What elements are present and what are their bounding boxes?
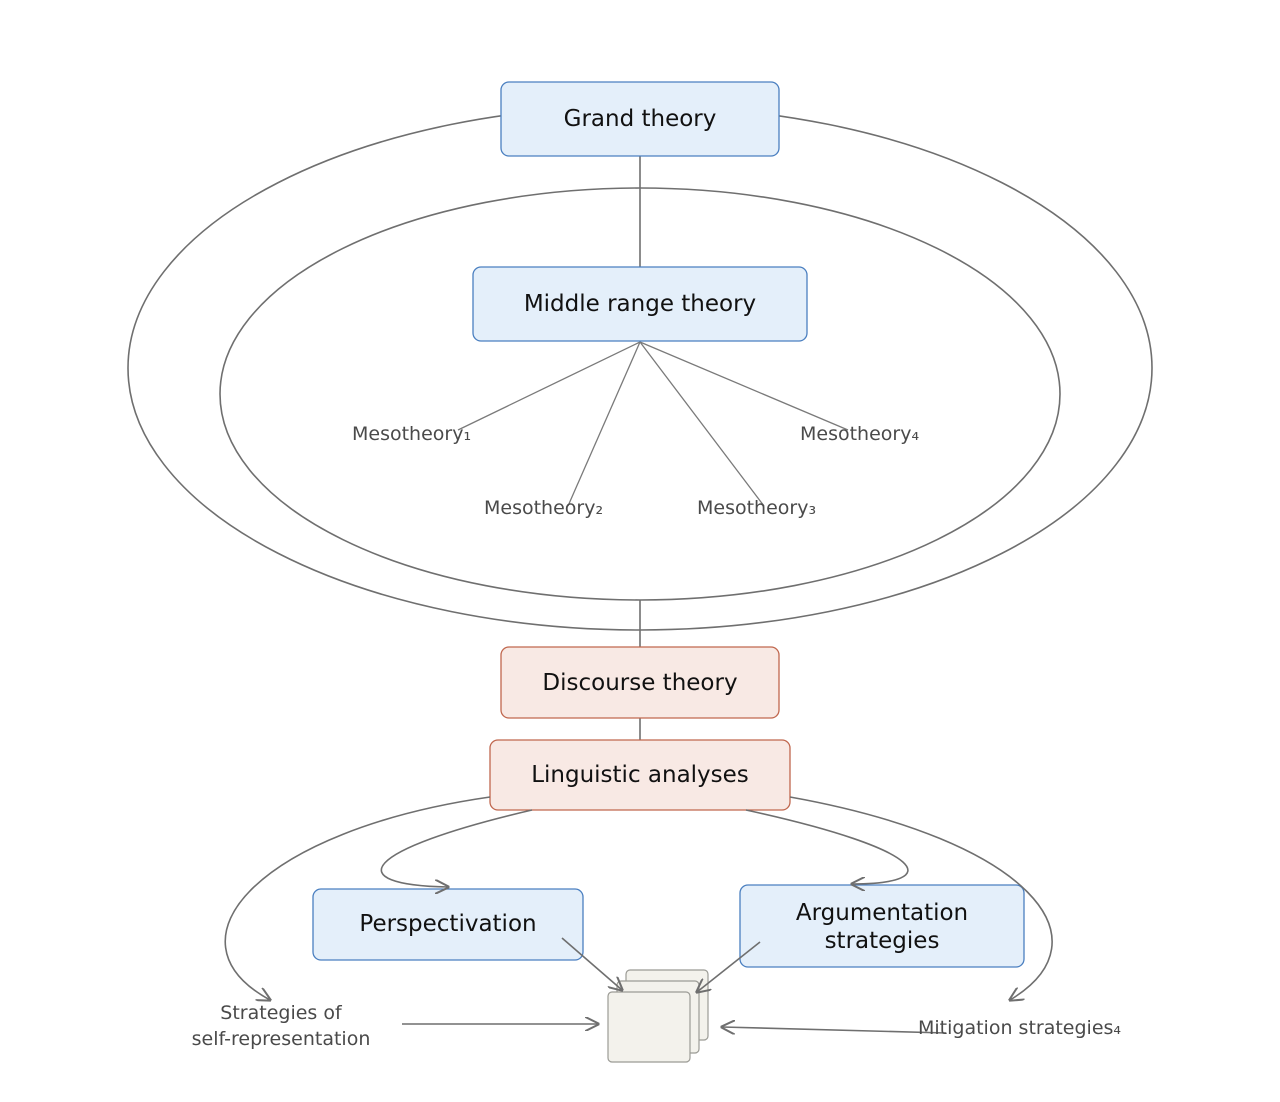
grand-theory-node: Grand theory [500,81,780,157]
self-representation-label-line2: self-representation [192,1028,371,1050]
discourse-theory-label: Discourse theory [542,670,737,696]
discourse-theory-box [500,646,780,719]
mesotheory-1-label: Mesotheory₁ [352,423,471,445]
spoke-meso2 [567,341,641,507]
mitigation-strategies-label: Mitigation strategies₄ [918,1017,1121,1039]
mesotheory-3-label: Mesotheory₃ [697,497,816,519]
perspectivation-node: Perspectivation [312,888,584,961]
linguistic-analyses-box [489,739,791,811]
middle-range-theory-box [472,266,808,342]
arrow-mitigation-to-docs [722,1027,947,1033]
mesotheory-2-label: Mesotheory₂ [484,497,603,519]
document-sheet-front [607,991,691,1063]
middle-range-theory-label: Middle range theory [524,291,756,317]
documents-stack-icon [607,969,709,1063]
middle-range-theory-node: Middle range theory [472,266,808,342]
argumentation-strategies-node: Argumentation strategies [739,884,1025,968]
arrow-to-mitigation [789,796,1053,1000]
grand-theory-label: Grand theory [564,106,717,132]
spoke-meso4 [639,341,849,431]
linguistic-analyses-node: Linguistic analyses [489,739,791,811]
argumentation-label-line1: Argumentation [796,900,968,926]
arrow-argumentation-to-docs [697,941,761,992]
linguistic-analyses-label: Linguistic analyses [531,762,749,788]
arrow-perspectivation-to-docs [561,937,622,990]
argumentation-strategies-box [739,884,1025,968]
argumentation-label-line2: strategies [825,928,940,954]
grand-theory-box [500,81,780,157]
mesotheory-4-label: Mesotheory₄ [800,423,919,445]
arrow-to-argumentation [745,809,909,884]
spoke-meso1 [457,341,641,431]
discourse-theory-node: Discourse theory [500,646,780,719]
arrow-to-perspectivation [380,809,533,887]
perspectivation-label: Perspectivation [359,911,536,937]
spoke-meso3 [639,341,765,507]
self-representation-label-line1: Strategies of [220,1002,343,1024]
arrow-to-self-representation [224,796,491,1000]
